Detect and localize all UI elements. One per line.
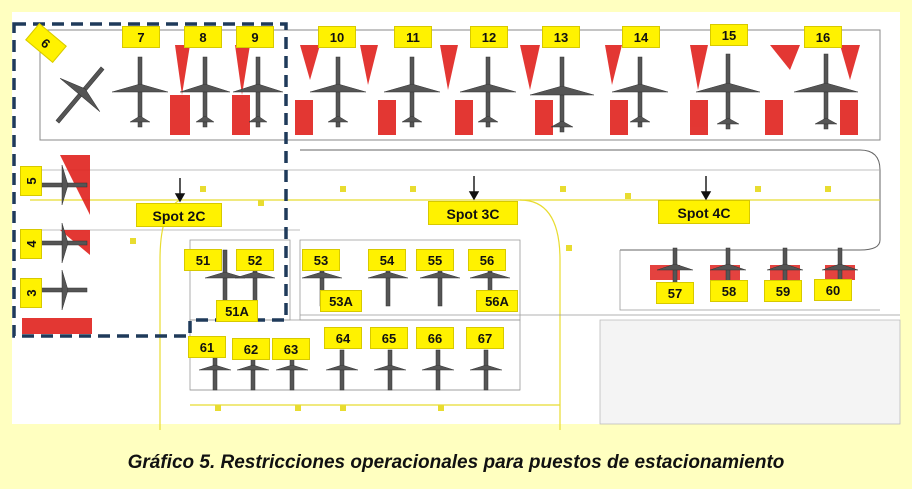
stand-label-63: 63 xyxy=(272,338,310,360)
stand-label-7: 7 xyxy=(122,26,160,48)
stand-label-9: 9 xyxy=(236,26,274,48)
stand-label-16: 16 xyxy=(804,26,842,48)
west-restrictions xyxy=(22,155,92,334)
southeast-block xyxy=(599,319,901,425)
stand-label-61: 61 xyxy=(188,336,226,358)
restricted-zone-boundary xyxy=(12,22,288,338)
stand-label-4: 4 xyxy=(20,229,42,259)
stand-label-67: 67 xyxy=(466,327,504,349)
stand-label-54: 54 xyxy=(368,249,406,271)
stand-label-56a: 56A xyxy=(476,290,518,312)
stand-label-13: 13 xyxy=(542,26,580,48)
stand-label-8: 8 xyxy=(184,26,222,48)
stand-label-57: 57 xyxy=(656,282,694,304)
stand-label-5: 5 xyxy=(20,166,42,196)
taxiway-loop xyxy=(300,149,881,251)
aircraft-silhouettes xyxy=(36,53,859,391)
stand-label-10: 10 xyxy=(318,26,356,48)
taxi-markers xyxy=(130,186,831,411)
stand-label-14: 14 xyxy=(622,26,660,48)
east-apron xyxy=(619,250,880,311)
stand-label-62: 62 xyxy=(232,338,270,360)
stand-label-51a: 51A xyxy=(216,300,258,322)
stand-label-3: 3 xyxy=(20,278,42,308)
figure-caption: Gráfico 5. Restricciones operacionales p… xyxy=(127,452,785,473)
stand-label-58: 58 xyxy=(710,280,748,302)
stand-label-11: 11 xyxy=(394,26,432,48)
spot-label-3c: Spot 3C xyxy=(428,201,518,225)
stand-label-60: 60 xyxy=(814,279,852,301)
stand-label-65: 65 xyxy=(370,327,408,349)
north-restrictions xyxy=(170,45,860,135)
spot-label-2c: Spot 2C xyxy=(136,203,222,227)
stand-label-59: 59 xyxy=(764,280,802,302)
taxi-curve-east xyxy=(519,199,561,430)
north-apron-contour xyxy=(39,29,881,141)
stand-label-55: 55 xyxy=(416,249,454,271)
south-apron xyxy=(189,319,521,391)
stand-label-56: 56 xyxy=(468,249,506,271)
stand-label-64: 64 xyxy=(324,327,362,349)
spot-label-4c: Spot 4C xyxy=(658,200,750,224)
stand-label-53: 53 xyxy=(302,249,340,271)
stand-label-12: 12 xyxy=(470,26,508,48)
stand-label-52: 52 xyxy=(236,249,274,271)
stand-label-53a: 53A xyxy=(320,290,362,312)
stand-label-15: 15 xyxy=(710,24,748,46)
stand-label-51: 51 xyxy=(184,249,222,271)
stand-label-66: 66 xyxy=(416,327,454,349)
spot-arrows xyxy=(174,176,712,203)
